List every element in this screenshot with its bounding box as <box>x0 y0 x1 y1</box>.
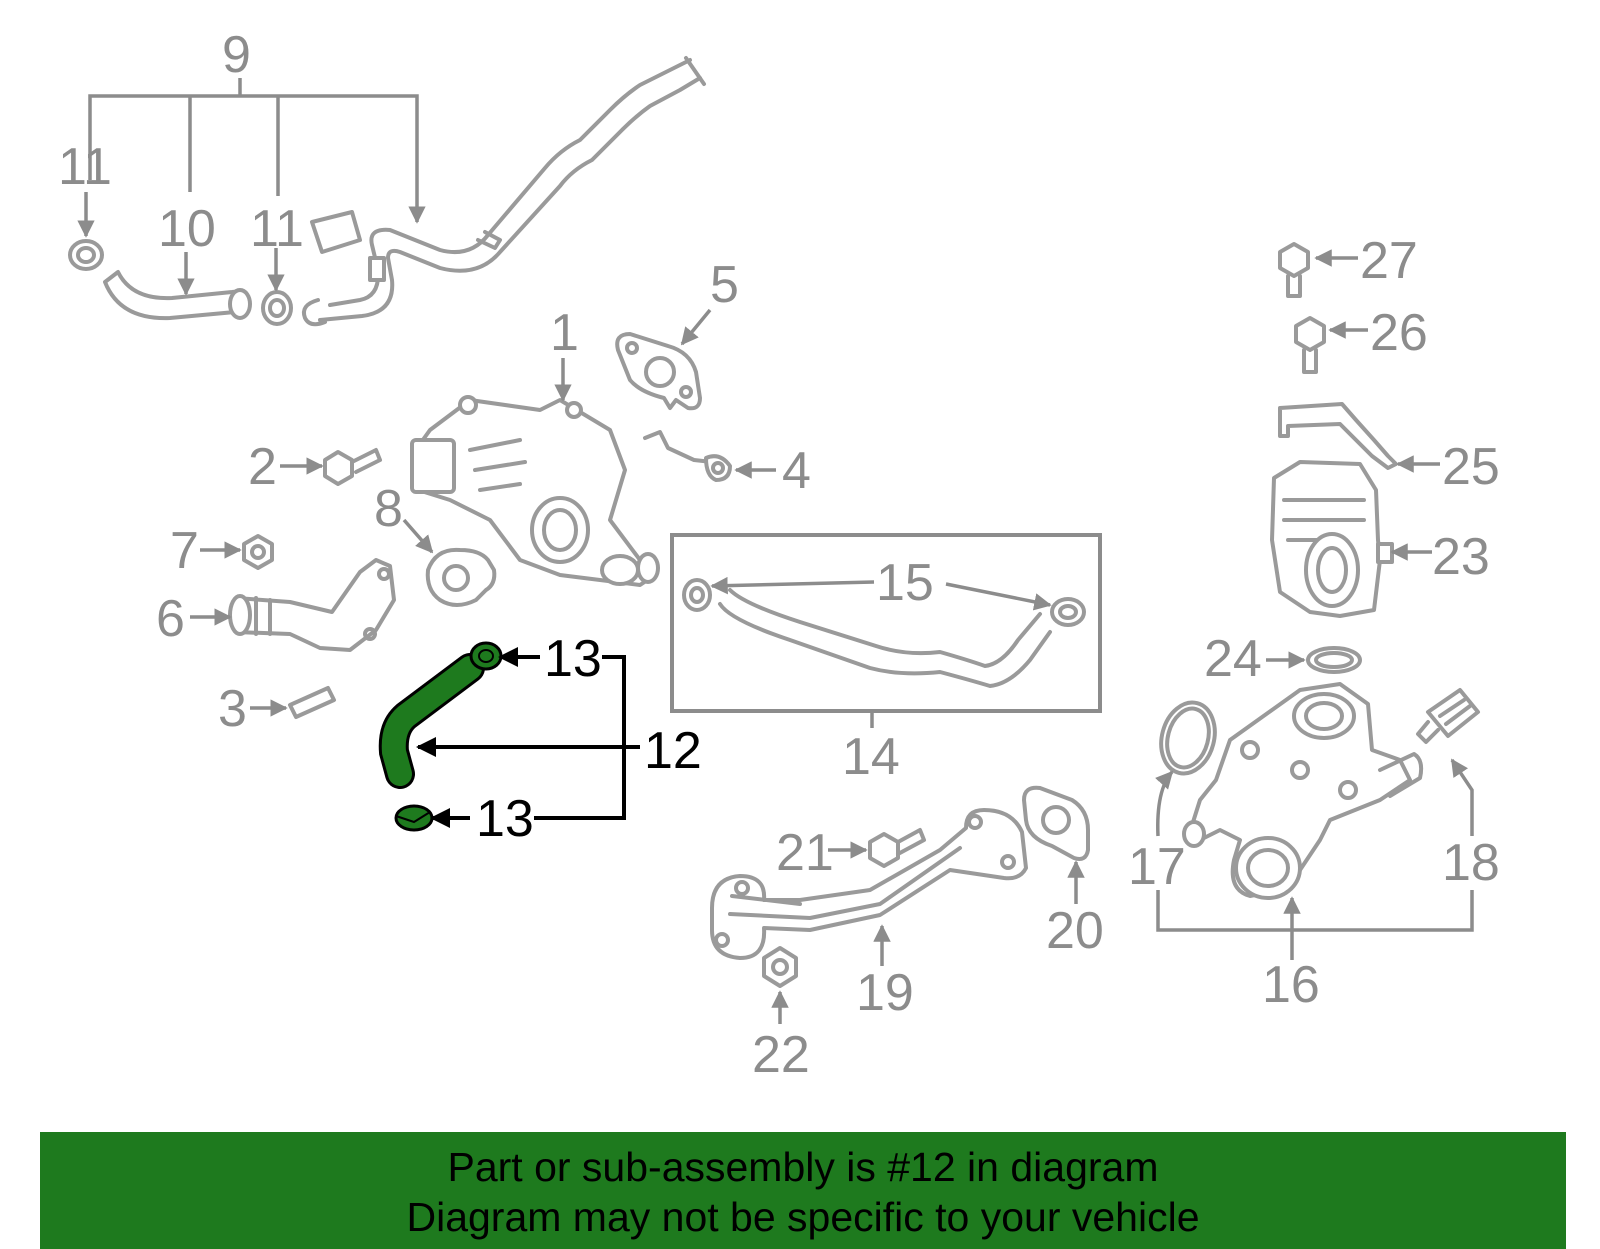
callout-22: 22 <box>752 1026 810 1084</box>
hose-part-14[interactable] <box>718 588 1052 688</box>
callout-26: 26 <box>1370 304 1428 362</box>
housing-part-16[interactable] <box>1182 682 1424 900</box>
bracket-part-25[interactable] <box>1278 402 1398 470</box>
callout-11-right: 11 <box>250 200 304 258</box>
oring-part-17[interactable] <box>1154 696 1223 779</box>
oring-part-24[interactable] <box>1306 646 1362 674</box>
pin-part-3[interactable] <box>288 686 336 719</box>
bolt-part-27[interactable] <box>1278 242 1310 298</box>
callout-25: 25 <box>1442 438 1500 496</box>
clamp-part-13-top-highlighted[interactable] <box>469 641 503 671</box>
callout-24: 24 <box>1204 630 1262 688</box>
actuator-part-23[interactable] <box>1270 460 1394 618</box>
clamp-part-15-left[interactable] <box>682 578 712 612</box>
clamp-part-11-right[interactable] <box>261 290 293 326</box>
callout-12: 12 <box>644 722 702 780</box>
callout-8: 8 <box>374 480 403 538</box>
kit-box-part-14[interactable] <box>670 533 1102 713</box>
coolant-pipe-part-9[interactable] <box>301 56 706 327</box>
clamp-part-13-bottom-highlighted[interactable] <box>394 804 434 832</box>
nut-part-22[interactable] <box>762 946 798 988</box>
housing-part-1[interactable] <box>410 395 660 587</box>
callout-7: 7 <box>170 522 199 580</box>
gasket-part-5[interactable] <box>615 332 702 411</box>
callout-16: 16 <box>1262 956 1320 1014</box>
callout-17: 17 <box>1128 838 1186 896</box>
callout-10: 10 <box>158 200 216 258</box>
banner-line-2: Diagram may not be specific to your vehi… <box>406 1194 1200 1240</box>
sensor-part-18[interactable] <box>1416 688 1480 744</box>
pipe-part-19[interactable] <box>710 808 1028 960</box>
callout-5: 5 <box>710 256 739 314</box>
callout-19: 19 <box>856 964 914 1022</box>
bolt-part-21[interactable] <box>868 828 926 868</box>
thermostat-part-8[interactable] <box>425 547 497 607</box>
leader-5 <box>680 308 712 346</box>
callout-3: 3 <box>218 680 247 738</box>
callout-6: 6 <box>156 590 185 648</box>
callout-15: 15 <box>876 554 934 612</box>
callout-13-top: 13 <box>544 630 602 688</box>
callout-13-bottom: 13 <box>476 790 534 848</box>
clamp-part-15-right[interactable] <box>1050 597 1086 627</box>
callout-21: 21 <box>776 824 834 882</box>
callout-11-left: 11 <box>58 138 112 196</box>
leader-group-16 <box>1156 890 1474 960</box>
hose-part-12-highlighted[interactable] <box>378 653 485 789</box>
gasket-part-20[interactable] <box>1022 785 1090 861</box>
callout-20: 20 <box>1046 902 1104 960</box>
leader-18 <box>1450 758 1474 836</box>
callout-23: 23 <box>1432 528 1490 586</box>
info-banner: Part or sub-assembly is #12 in diagram D… <box>40 1132 1566 1249</box>
nut-part-7[interactable] <box>242 534 274 570</box>
bolt-part-2[interactable] <box>323 448 382 486</box>
callout-14: 14 <box>842 728 900 786</box>
hose-part-10[interactable] <box>103 270 252 321</box>
callout-27: 27 <box>1360 232 1418 290</box>
clamp-part-11-left[interactable] <box>68 239 104 271</box>
outlet-part-6[interactable] <box>228 558 396 652</box>
leader-8 <box>402 518 434 554</box>
bolt-part-26[interactable] <box>1294 316 1326 374</box>
callout-4: 4 <box>782 442 811 500</box>
callout-2: 2 <box>248 438 277 496</box>
callout-1: 1 <box>550 304 579 362</box>
leader-group-9 <box>77 78 426 296</box>
callout-9: 9 <box>222 26 251 84</box>
leader-17 <box>1155 770 1174 837</box>
leader-15-left <box>710 576 875 595</box>
leader-15-right <box>945 582 1052 611</box>
sensor-part-4[interactable] <box>643 430 732 482</box>
banner-line-1: Part or sub-assembly is #12 in diagram <box>447 1144 1159 1190</box>
leader-group-12-13 <box>416 647 640 828</box>
callout-18: 18 <box>1442 834 1500 892</box>
